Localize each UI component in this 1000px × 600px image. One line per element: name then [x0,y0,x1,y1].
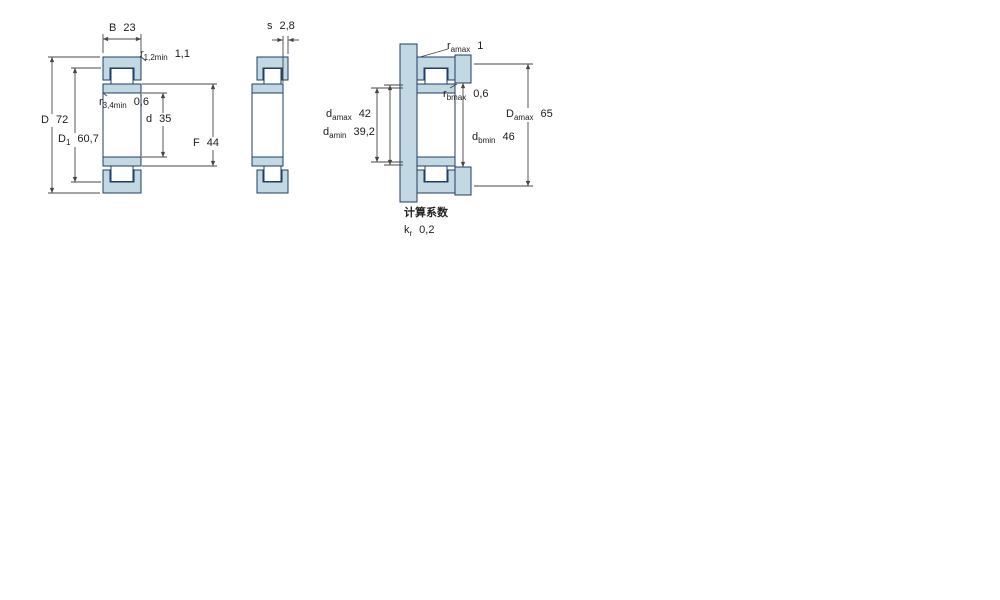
dim-B [102,34,142,53]
dim-value: 46 [502,131,515,143]
bearing-block-right [416,56,456,194]
dim-D1 [71,67,101,183]
dim-label-s: s 2,8 [267,20,295,33]
dim-symbol: d [146,113,153,125]
roller-bottom [263,165,282,182]
dim-Damax [474,63,533,187]
dim-symbol: s [267,20,273,32]
dim-subscript: 1 [65,138,71,148]
abutment-collar-bottom [454,166,472,196]
dim-s [272,36,299,83]
dim-subscript: bmin [478,136,496,146]
dim-value: 35 [159,113,172,125]
outer-ring-bottom [256,169,289,194]
dim-subscript: 3,4min [102,101,127,111]
inner-ring-top [251,83,284,94]
dim-damax [384,84,403,166]
calculation-factors-title: 计算系数 [404,207,448,220]
dim-value: 23 [123,22,136,34]
leader-r34 [102,92,108,97]
dim-label-r34min: r3,4min 0,6 [99,96,149,110]
dim-label-rbmax: rbmax 0,6 [443,88,489,102]
dim-label-D1: D1 60,7 [57,133,100,148]
dim-value: 60,7 [77,133,99,145]
dim-value: 39,2 [353,126,375,138]
dim-subscript: amax [450,45,471,55]
dim-label-d: d 35 [145,113,173,126]
leader-ramax [419,48,449,58]
dim-symbol: r [447,40,451,52]
dim-symbol: r [140,48,144,60]
dim-symbol: D [41,114,49,126]
factor-value: 0,2 [419,224,435,236]
dim-value: 42 [358,108,371,120]
dim-label-dbmin: dbmin 46 [472,131,515,145]
dim-symbol: d [326,108,333,120]
leader-r12 [139,55,147,62]
dim-subscript: amax [332,113,352,123]
abutment-collar-top [454,54,472,84]
dim-F [142,83,217,167]
dim-damin [371,87,403,163]
dim-value: 72 [55,114,69,126]
dim-symbol: r [99,96,103,108]
dim-value: 44 [206,137,219,149]
calculation-factors-text: 计算系数 [404,207,448,219]
dim-value: 65 [540,108,553,120]
outer-ring-top [256,56,289,81]
inner-ring-bottom [251,156,284,167]
dim-label-r12min: r1,2min 1,1 [140,48,190,62]
dim-symbol: d [323,126,330,138]
dim-value: 2,8 [279,20,295,32]
dim-label-F: F 44 [192,137,220,150]
roller-top [263,68,282,85]
dim-subscript: amin [329,131,347,141]
dim-symbol: d [472,131,479,143]
dim-symbol: r [443,88,447,100]
dim-label-damax: damax 42 [325,108,372,123]
dim-label-damin: damin 39,2 [322,126,376,141]
factor-subscript: r [409,229,413,239]
shaft-abutment-wall [399,43,418,203]
bearing-block-left [102,56,142,194]
dim-label-Damax: Damax 65 [505,108,554,123]
dim-label-D: D 72 [40,114,70,127]
mounting-dimensions-view [371,43,533,203]
left-section-view [48,34,217,194]
dim-subscript: amax [513,113,534,123]
dim-value: 0,6 [133,96,149,108]
dim-symbol: D [58,133,66,145]
dim-value: 0,6 [473,88,489,100]
dim-value: 1 [477,40,484,52]
dim-symbol: B [109,22,117,34]
dim-symbol: F [193,137,200,149]
dim-label-B: B 23 [109,22,136,35]
dim-subscript: bmax [446,93,467,103]
factor-kr: kr 0,2 [404,224,434,238]
axial-displacement-view [251,36,299,194]
dim-label-ramax: ramax 1 [447,40,483,54]
leader-rbmax [449,83,458,89]
dim-value: 1,1 [174,48,190,60]
dim-symbol: D [506,108,514,120]
dim-subscript: 1,2min [143,53,168,63]
factor-symbol: k [404,224,410,236]
